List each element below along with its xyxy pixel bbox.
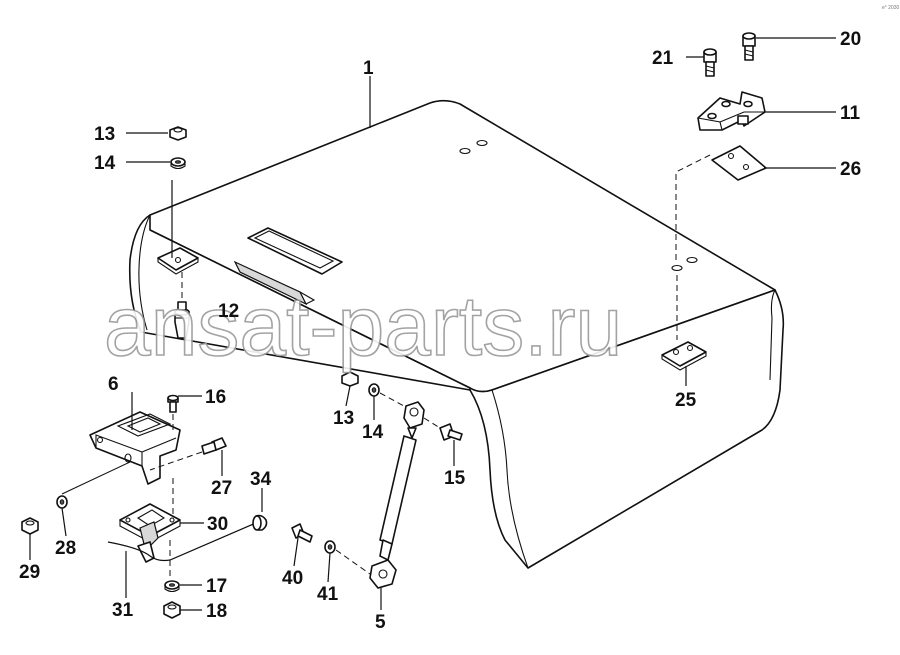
leader-lines (29, 37, 836, 611)
callout-28: 28 (55, 538, 76, 559)
callout-25: 25 (675, 390, 697, 411)
corner-mark: e° 2030 (882, 5, 900, 11)
callout-31: 31 (112, 600, 134, 621)
hinge-assembly (675, 32, 767, 260)
engine-cover (128, 99, 785, 569)
gas-strut-assembly (291, 371, 463, 589)
plate-25 (661, 275, 707, 371)
callout-14-top: 14 (94, 153, 116, 174)
callout-12: 12 (218, 301, 239, 322)
callout-15: 15 (444, 468, 466, 489)
callout-34: 34 (250, 469, 272, 490)
watermark-text: ansat-parts.ru (104, 279, 622, 373)
callout-40: 40 (282, 568, 303, 589)
callout-21: 21 (652, 48, 674, 69)
callout-labels: 1 13 14 12 21 20 11 26 25 6 16 27 34 30 … (19, 29, 861, 633)
callout-16: 16 (205, 387, 226, 408)
callout-13-strut: 13 (333, 408, 354, 429)
left-top-hardware (157, 126, 199, 339)
callout-17: 17 (206, 576, 227, 597)
callout-27: 27 (211, 478, 232, 499)
callout-26: 26 (840, 159, 861, 180)
callout-20: 20 (840, 29, 861, 50)
callout-13-top: 13 (94, 124, 115, 145)
callout-5: 5 (375, 612, 386, 633)
callout-11: 11 (840, 103, 861, 124)
callout-1: 1 (363, 58, 374, 79)
callout-41: 41 (317, 584, 339, 605)
callout-14-strut: 14 (362, 422, 384, 443)
callout-29: 29 (19, 562, 40, 583)
callout-18: 18 (206, 601, 227, 622)
callout-6: 6 (108, 374, 119, 395)
latch-assembly (21, 394, 268, 619)
callout-30: 30 (207, 514, 228, 535)
